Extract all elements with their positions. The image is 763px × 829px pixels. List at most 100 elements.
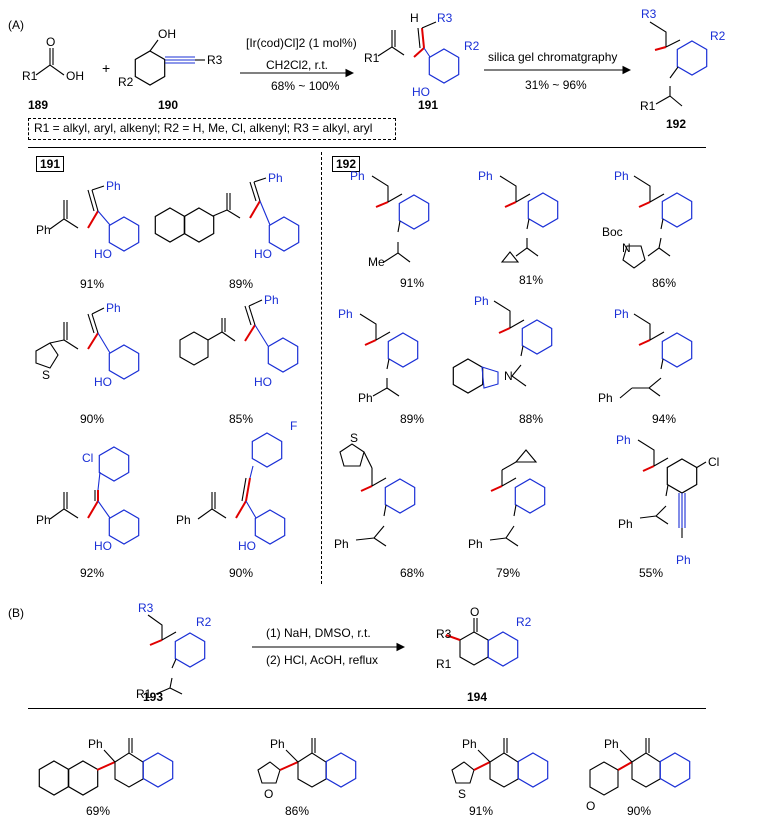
label-ph2-192f: Ph [598, 391, 613, 405]
label-ph-192e: Ph [474, 294, 489, 308]
step-1-conditions: (1) NaH, DMSO, r.t. [266, 626, 371, 640]
label-ho-191f: HO [238, 539, 256, 553]
label-o-194: O [470, 605, 479, 619]
compound-190-number: 190 [158, 98, 179, 112]
yield-191-e: 92% [80, 566, 105, 580]
label-ph-192c: Ph [614, 169, 629, 183]
divider-top [28, 147, 706, 148]
yield-192-c: 86% [652, 276, 677, 290]
tag-191: 191 [36, 156, 65, 172]
label-ph-192a: Ph [350, 169, 365, 183]
structure-191-general [377, 21, 460, 84]
label-s-191c: S [42, 368, 50, 382]
conditions-yield-range: 68% ~ 100% [271, 79, 340, 93]
label-oh-190: OH [158, 27, 176, 41]
structures-192 [339, 175, 707, 547]
label-ph-191e: Ph [36, 513, 51, 527]
label-ho-191e: HO [94, 539, 112, 553]
label-r2-191: R2 [464, 39, 480, 53]
label-r1-192: R1 [640, 99, 656, 113]
label-ph-191f: Ph [176, 513, 191, 527]
label-cl-191e: Cl [82, 451, 93, 465]
yield-194-c: 91% [469, 804, 494, 818]
label-ho-191: HO [412, 85, 430, 99]
structure-190 [134, 39, 205, 86]
structures-191 [35, 177, 300, 545]
label-o-194b: O [264, 787, 273, 801]
yield-192-i: 55% [639, 566, 664, 580]
structure-189 [35, 48, 65, 76]
label-r2: R2 [118, 75, 134, 89]
label-ph-194c: Ph [462, 737, 477, 751]
label-ph-192f: Ph [614, 307, 629, 321]
structure-192-general [649, 21, 708, 107]
panel-divider [321, 152, 322, 584]
label-ph-192h: Ph [468, 537, 483, 551]
structures-194 [38, 738, 691, 796]
structures-section-b [147, 614, 519, 695]
label-ph-192g: Ph [334, 537, 349, 551]
yield-191-d: 85% [229, 412, 254, 426]
label-h-191: H [410, 11, 419, 25]
label-r3-191: R3 [437, 11, 453, 25]
label-ho-191c: HO [94, 375, 112, 389]
substituent-definitions: R1 = alkyl, aryl, alkenyl; R2 = H, Me, C… [34, 121, 373, 135]
label-r3-194: R3 [436, 627, 452, 641]
compound-192-number: 192 [666, 117, 687, 131]
yield-191-b: 89% [229, 277, 254, 291]
label-oh: OH [66, 69, 84, 83]
substituent-definition-box [28, 118, 396, 140]
yield-194-d: 90% [627, 804, 652, 818]
conditions-catalyst: [Ir(cod)Cl]2 (1 mol%) [246, 36, 357, 50]
label-boc-192c: Boc [602, 225, 623, 239]
label-ph-191d: Ph [264, 293, 279, 307]
yield-191-c: 90% [80, 412, 105, 426]
section-b-label: (B) [8, 606, 24, 620]
label-r2-193: R2 [196, 615, 212, 629]
chromatography-yield-range: 31% ~ 96% [525, 78, 587, 92]
label-s-192g: S [350, 431, 358, 445]
label-r3-193: R3 [138, 601, 154, 615]
tag-192: 192 [332, 156, 361, 172]
label-ph-191b: Ph [268, 171, 283, 185]
label-r2-194: R2 [516, 615, 532, 629]
yield-192-h: 79% [496, 566, 521, 580]
step-2-conditions: (2) HCl, AcOH, reflux [266, 653, 379, 667]
yield-192-b: 81% [519, 273, 544, 287]
label-ph-192d: Ph [338, 307, 353, 321]
label-r1: R1 [22, 69, 38, 83]
yield-194-a: 69% [86, 804, 111, 818]
label-ho-191a: HO [94, 247, 112, 261]
label-ph3-192i: Ph [676, 553, 691, 567]
section-a-label: (A) [8, 18, 24, 32]
label-s-194c: S [458, 787, 466, 801]
label-ho-191b: HO [254, 247, 272, 261]
label-f-191f: F [290, 419, 297, 433]
yield-192-f: 94% [652, 412, 677, 426]
yield-191-a: 91% [80, 277, 105, 291]
label-r2-192: R2 [710, 29, 726, 43]
label-r1-194: R1 [436, 657, 452, 671]
label-ph2-192i: Ph [618, 517, 633, 531]
label-ph-192i: Ph [616, 433, 631, 447]
compound-191-number: 191 [418, 98, 439, 112]
label-r3: R3 [207, 53, 223, 67]
yield-194-b: 86% [285, 804, 310, 818]
label-n-192c: N [622, 241, 631, 255]
label-ph2-191a: Ph [106, 179, 121, 193]
label-o: O [46, 35, 55, 49]
label-ph-194b: Ph [270, 737, 285, 751]
label-ho-191d: HO [254, 375, 272, 389]
label-ph2-192d: Ph [358, 391, 373, 405]
conditions-solvent: CH2Cl2, r.t. [266, 58, 329, 72]
label-cl-192i: Cl [708, 455, 719, 469]
label-ph-191a: Ph [36, 223, 51, 237]
label-me-192a: Me [368, 255, 385, 269]
yield-192-a: 91% [400, 276, 425, 290]
yield-192-e: 88% [519, 412, 544, 426]
label-ph-194d: Ph [604, 737, 619, 751]
compound-194-number: 194 [467, 690, 488, 704]
label-ph-191c: Ph [106, 301, 121, 315]
